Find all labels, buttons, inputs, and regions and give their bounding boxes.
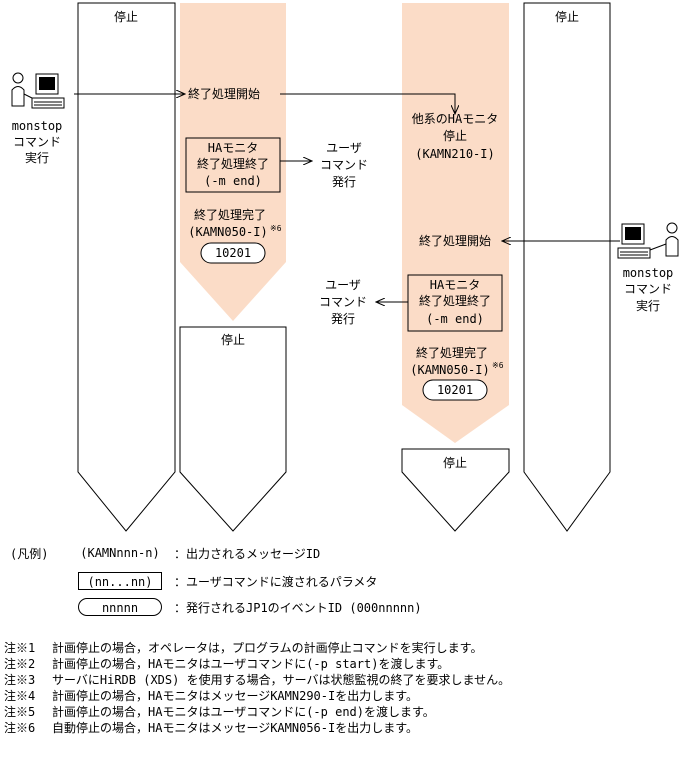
left-operator-line2: コマンド	[13, 135, 61, 149]
active1-box	[185, 137, 281, 193]
active2-complete-line2: (KAMN050-I)	[410, 363, 489, 377]
active2-other-line1: 他系のHAモニタ	[412, 112, 498, 126]
column-1-stopped	[77, 2, 176, 532]
active2-start: 終了処理開始	[419, 233, 491, 248]
column-3-stop-label: 停止	[443, 455, 467, 470]
active2-box-line2: 終了処理終了	[419, 293, 491, 308]
legend-message-id-sample: (KAMNnnn-n)	[80, 546, 160, 560]
active1-box-line3: (-m end)	[204, 174, 262, 188]
active2-event-id: 10201	[437, 383, 473, 397]
active2-box-line3: (-m end)	[426, 312, 484, 326]
active2-complete-sup: ※6	[492, 361, 504, 370]
active2-other-line3: (KAMN210-I)	[415, 147, 494, 161]
user-command-1-line3: 発行	[332, 175, 356, 189]
user-command-1-line2: コマンド	[320, 158, 368, 172]
column-1-label: 停止	[114, 9, 138, 24]
active1-start: 終了処理開始	[188, 86, 260, 101]
active1-complete-sup: ※6	[270, 224, 282, 233]
user-command-2-line1: ユーザ	[325, 278, 361, 292]
column-3-active	[402, 3, 509, 443]
active2-box	[407, 274, 503, 332]
right-operator-line2: コマンド	[624, 282, 672, 296]
column-4-stopped	[523, 2, 611, 532]
legend-event-id-sample: nnnnn	[78, 598, 162, 616]
active1-event-pill	[200, 242, 266, 264]
right-operator-line3: 実行	[636, 298, 660, 313]
column-2-stopped	[179, 326, 287, 532]
legend-parameter-desc: ：ユーザコマンドに渡されるパラメタ	[174, 575, 378, 589]
legend-parameter-sample: (nn...nn)	[78, 572, 162, 590]
active2-event-pill	[422, 379, 488, 401]
column-4-label: 停止	[555, 9, 579, 24]
shutdown-flow-diagram: 停止 停止 停止 停止 monstop コマンド 実行 終了処理開始 HAモニタ…	[11, 2, 679, 532]
user-command-1-line1: ユーザ	[326, 141, 362, 155]
user-command-2-line3: 発行	[331, 312, 355, 326]
column-2-stop-label: 停止	[221, 332, 245, 347]
legend-message-id-desc: ：出力されるメッセージID	[174, 547, 321, 561]
left-operator-line3: 実行	[25, 150, 49, 165]
active1-box-line2: 終了処理終了	[197, 156, 269, 171]
legend: (凡例) (KAMNnnn-n) ：出力されるメッセージID (nn...nn)…	[0, 540, 688, 640]
column-2-active	[180, 3, 286, 321]
active2-box-line1: HAモニタ	[430, 278, 480, 292]
column-3-stopped	[401, 448, 510, 532]
active2-complete-line1: 終了処理完了	[416, 345, 488, 360]
active2-other-line2: 停止	[443, 128, 467, 143]
legend-caption: (凡例)	[10, 547, 49, 561]
arrow-column2-to-column3	[280, 93, 455, 114]
active1-complete-line2: (KAMN050-I)	[188, 225, 267, 239]
person-at-computer-icon	[11, 72, 65, 109]
left-operator-line1: monstop	[12, 119, 63, 133]
right-operator-line1: monstop	[623, 266, 674, 280]
active1-complete-line1: 終了処理完了	[194, 207, 266, 222]
active1-box-line1: HAモニタ	[208, 141, 258, 155]
legend-event-id-desc: ：発行されるJP1のイベントID (000nnnnn)	[174, 601, 422, 615]
user-command-2-line2: コマンド	[319, 295, 367, 309]
person-at-computer-icon	[617, 222, 679, 259]
active1-event-id: 10201	[215, 246, 251, 260]
